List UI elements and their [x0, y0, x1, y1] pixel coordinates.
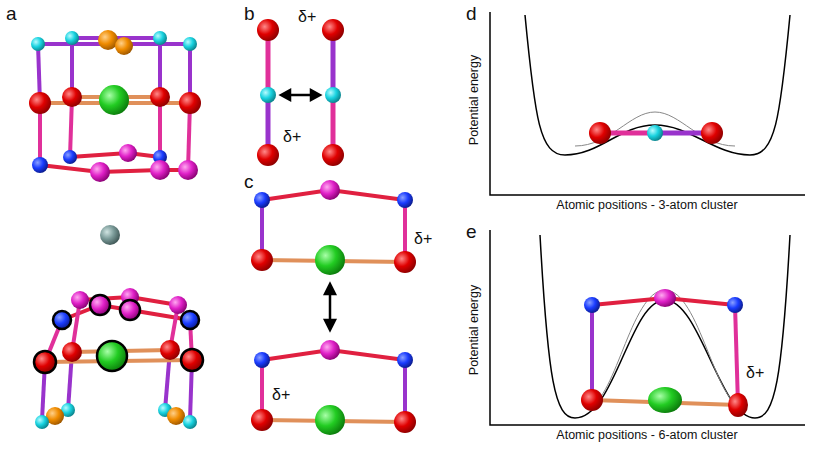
charge-label: δ+	[746, 364, 764, 382]
six-atom-rings	[251, 180, 416, 435]
charge-label: δ+	[283, 128, 301, 146]
potential-plot-3	[490, 12, 805, 195]
axis-title: Atomic positions - 6-atom cluster	[556, 429, 737, 443]
unit-cell-top	[29, 30, 201, 182]
panel-letter: e	[466, 222, 477, 243]
panel-letter: b	[244, 4, 255, 25]
panel-letter: a	[6, 4, 17, 25]
panel-letter: d	[466, 4, 477, 25]
axis-title: Potential energy	[468, 55, 482, 145]
panel-letter: c	[244, 172, 254, 193]
axis-title: Potential energy	[468, 285, 482, 375]
charge-label: δ+	[414, 230, 432, 248]
central-atom	[100, 225, 120, 245]
unit-cell-bottom	[34, 288, 203, 429]
three-atom-chains	[257, 19, 344, 166]
charge-label: δ+	[298, 8, 316, 26]
axis-title: Atomic positions - 3-atom cluster	[556, 199, 737, 213]
charge-label: δ+	[272, 386, 290, 404]
potential-plot-6	[490, 230, 805, 425]
